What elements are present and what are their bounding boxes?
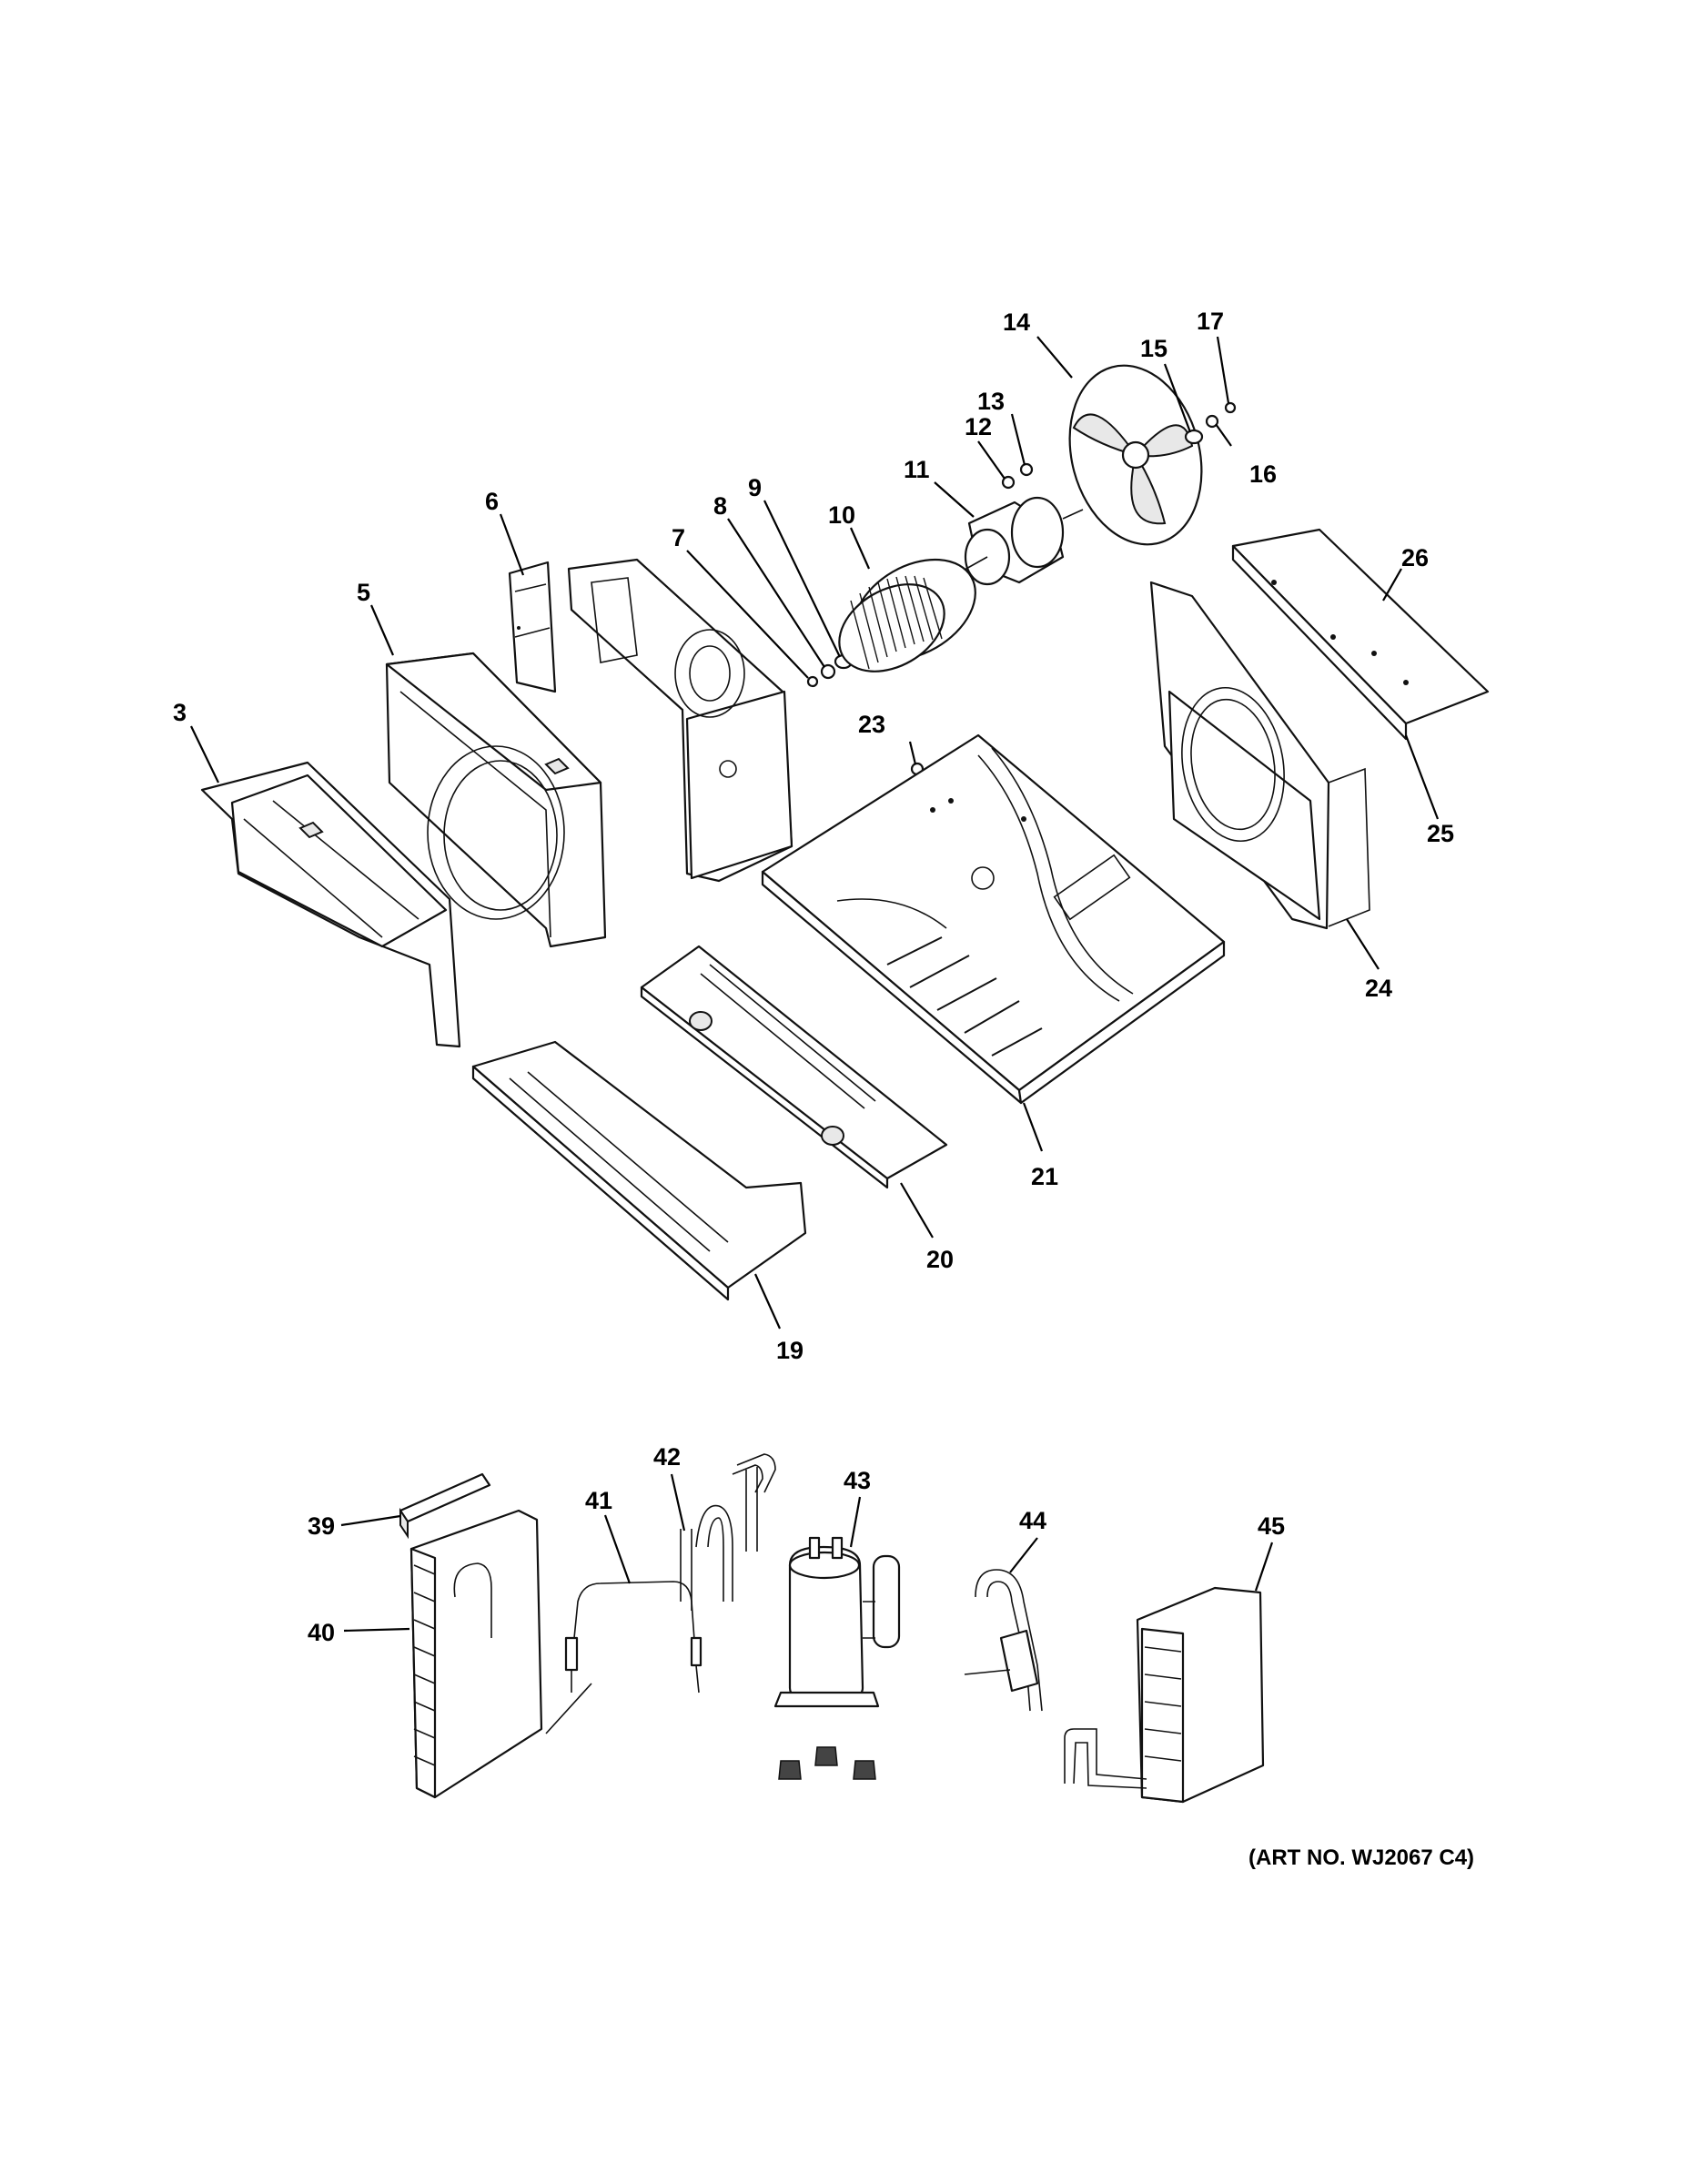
callout-8: 8 bbox=[713, 492, 727, 520]
callout-15: 15 bbox=[1140, 335, 1167, 362]
part-24-condenser-shroud bbox=[1149, 581, 1370, 930]
callout-43: 43 bbox=[844, 1467, 871, 1494]
part-45-condenser-coil bbox=[1064, 1586, 1265, 1804]
part-11-motor bbox=[964, 496, 1084, 586]
callout-45: 45 bbox=[1258, 1512, 1285, 1540]
callout-42: 42 bbox=[653, 1443, 681, 1471]
callout-10: 10 bbox=[828, 501, 855, 529]
leader-lines bbox=[190, 336, 1440, 1633]
part-6-bracket bbox=[508, 561, 557, 693]
part-26-top-cover bbox=[1231, 528, 1490, 741]
callout-5: 5 bbox=[357, 579, 370, 606]
callout-numbers: 3 5 6 7 8 9 10 11 12 13 14 15 16 17 19 2… bbox=[173, 308, 1454, 1646]
callout-12: 12 bbox=[965, 413, 992, 440]
part-41-capillary-tube bbox=[564, 1581, 702, 1694]
part-5-shroud bbox=[385, 652, 607, 948]
part-16-washer bbox=[1205, 414, 1219, 429]
part-13-nut bbox=[1019, 462, 1034, 477]
callout-13: 13 bbox=[977, 388, 1005, 415]
callout-40: 40 bbox=[308, 1619, 335, 1646]
part-42-tube-assembly bbox=[680, 1453, 776, 1611]
callout-20: 20 bbox=[926, 1246, 954, 1273]
part-15-washer bbox=[1184, 429, 1204, 445]
part-12-washer bbox=[1001, 475, 1016, 490]
callout-17: 17 bbox=[1197, 308, 1224, 335]
callout-41: 41 bbox=[585, 1487, 612, 1514]
part-39-foam-strip bbox=[399, 1472, 491, 1540]
compressor-grommets bbox=[778, 1746, 876, 1780]
callout-44: 44 bbox=[1019, 1507, 1046, 1534]
part-17-nut bbox=[1224, 401, 1237, 414]
callout-9: 9 bbox=[748, 474, 762, 501]
part-14-fan-blade bbox=[1068, 364, 1203, 546]
part-20-drain-tray bbox=[640, 945, 948, 1189]
part-7-washer bbox=[806, 675, 819, 688]
part-43-compressor bbox=[773, 1536, 901, 1780]
callout-11: 11 bbox=[904, 456, 930, 483]
callout-19: 19 bbox=[776, 1337, 804, 1364]
part-40-evaporator-coil bbox=[409, 1509, 592, 1799]
callout-14: 14 bbox=[1003, 308, 1030, 336]
part-8-washer bbox=[820, 663, 836, 680]
callout-23: 23 bbox=[858, 711, 885, 738]
part-10-blower-wheel bbox=[838, 558, 976, 672]
callout-21: 21 bbox=[1031, 1163, 1058, 1190]
callout-39: 39 bbox=[308, 1512, 335, 1540]
callout-7: 7 bbox=[672, 524, 685, 551]
part-3-air-guide bbox=[200, 761, 461, 1048]
callout-6: 6 bbox=[485, 488, 499, 515]
art-number-label: (ART NO. WJ2067 C4) bbox=[1248, 1845, 1475, 1870]
callout-16: 16 bbox=[1249, 460, 1277, 488]
callout-3: 3 bbox=[173, 699, 187, 726]
part-44-suction-tube bbox=[964, 1569, 1043, 1712]
callout-24: 24 bbox=[1365, 975, 1392, 1002]
part-21-base-pan bbox=[761, 733, 1226, 1105]
callout-26: 26 bbox=[1401, 544, 1429, 571]
callout-25: 25 bbox=[1427, 820, 1454, 847]
bulkhead-panel bbox=[567, 558, 793, 883]
part-19-base-rail bbox=[471, 1040, 807, 1301]
